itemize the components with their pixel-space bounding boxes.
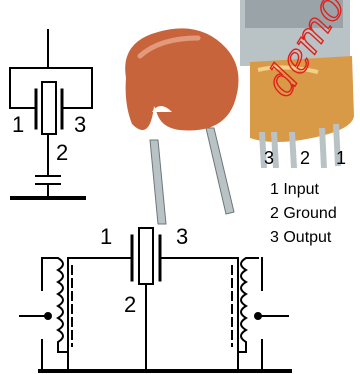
ceramic-filter-image bbox=[240, 0, 354, 169]
bottom-pin-2-label: 2 bbox=[124, 292, 136, 317]
bottom-pin-3-label: 3 bbox=[176, 224, 188, 249]
legend-ground: 2 Ground bbox=[270, 205, 337, 222]
filter-pin-label-right: 1 bbox=[336, 148, 346, 168]
top-pin-2-label: 2 bbox=[56, 140, 68, 165]
filter-pin-label-middle: 2 bbox=[300, 148, 310, 168]
bottom-pin-1-label: 1 bbox=[100, 224, 112, 249]
filter-pin-label-left: 3 bbox=[264, 148, 274, 168]
top-pin-3-label: 3 bbox=[74, 112, 86, 137]
top-pin-1-label: 1 bbox=[12, 112, 24, 137]
top-schematic bbox=[9, 29, 93, 200]
legend-output: 3 Output bbox=[270, 229, 332, 246]
bottom-schematic bbox=[19, 227, 292, 373]
legend-input: 1 Input bbox=[270, 181, 319, 198]
ceramic-capacitor-image bbox=[125, 28, 239, 225]
